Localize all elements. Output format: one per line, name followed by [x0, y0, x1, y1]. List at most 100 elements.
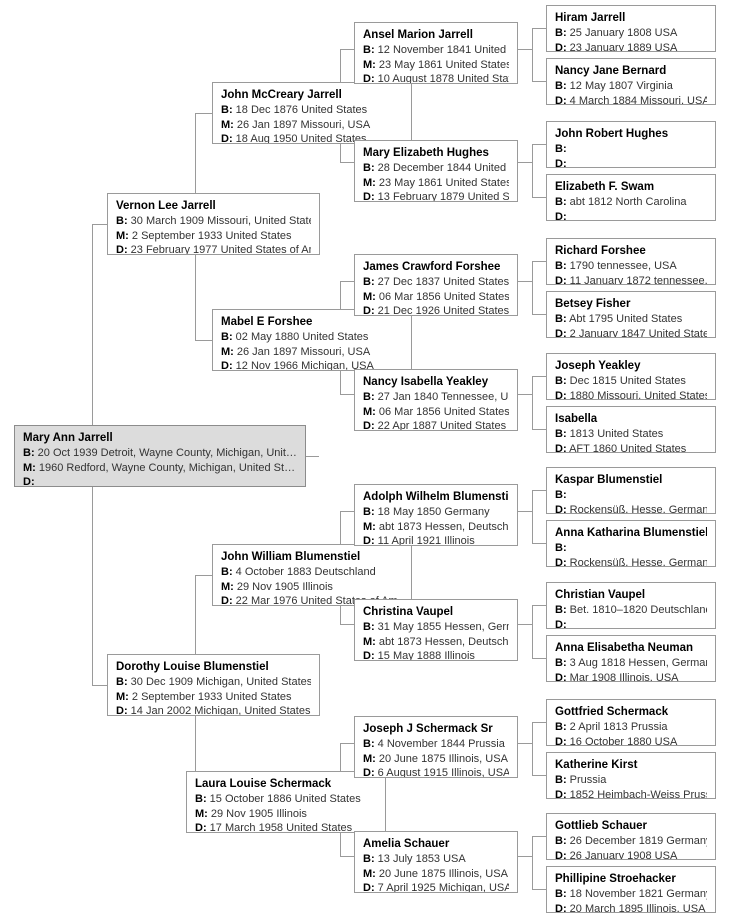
person-marriage: M: abt 1873 Hessen, Deutschl…	[363, 635, 509, 650]
person-card-2g-grandmother-7[interactable]: Katherine Kirst B: Prussia D: 1852 Heimb…	[546, 752, 716, 799]
person-birth: B: 4 October 1883 Deutschland	[221, 565, 403, 580]
person-birth: B: 1790 tennessee, USA	[555, 259, 707, 274]
connector	[532, 490, 533, 543]
person-card-2g-grandmother-2[interactable]: Elizabeth F. Swam B: abt 1812 North Caro…	[546, 174, 716, 221]
person-card-great-grandfather-2[interactable]: James Crawford Forshee B: 27 Dec 1837 Un…	[354, 254, 518, 316]
person-card-2g-grandfather-2[interactable]: John Robert Hughes B: D:	[546, 121, 716, 168]
person-birth: B: 15 October 1886 United States	[195, 792, 377, 807]
connector	[532, 28, 533, 81]
person-name: John William Blumenstiel	[221, 551, 361, 563]
marriage-label: M:	[363, 520, 376, 533]
person-death: D: 18 Aug 1950 United States	[221, 132, 403, 143]
death-label: D:	[555, 157, 567, 168]
marriage-label: M:	[195, 807, 208, 820]
person-card-2g-grandmother-5[interactable]: Anna Katharina Blumenstiel B: D: Rockens…	[546, 520, 716, 567]
person-card-2g-grandmother-3[interactable]: Betsey Fisher B: Abt 1795 United States …	[546, 291, 716, 338]
marriage-label: M:	[363, 176, 376, 189]
connector	[340, 743, 355, 744]
death-label: D:	[555, 327, 567, 338]
person-card-2g-grandmother-8[interactable]: Phillipine Stroehacker B: 18 November 18…	[546, 866, 716, 913]
connector	[92, 224, 93, 457]
birth-label: B:	[555, 721, 567, 733]
person-card-root[interactable]: Mary Ann Jarrell B: 20 Oct 1939 Detroit,…	[14, 425, 306, 487]
birth-value: abt 1812 North Carolina	[569, 196, 687, 208]
birth-value: 3 Aug 1818 Hessen, Germany	[569, 657, 707, 669]
death-label: D:	[221, 360, 233, 371]
person-death: D: 20 March 1895 Illinois, USA	[555, 902, 707, 913]
person-card-great-grandmother-2[interactable]: Nancy Isabella Yeakley B: 27 Jan 1840 Te…	[354, 369, 518, 431]
person-death: D:	[23, 475, 297, 486]
person-death: D: 11 January 1872 tennessee, …	[555, 274, 707, 285]
person-marriage: M: 23 May 1861 United States	[363, 58, 509, 73]
person-card-great-grandmother-4[interactable]: Amelia Schauer B: 13 July 1853 USA M: 20…	[354, 831, 518, 893]
person-name: Adolph Wilhelm Blumenstiel	[363, 491, 509, 503]
marriage-value: 1960 Redford, Wayne County, Michigan, Un…	[38, 461, 296, 474]
person-card-father[interactable]: Vernon Lee Jarrell B: 30 March 1909 Miss…	[107, 193, 320, 255]
person-birth: B: 18 May 1850 Germany	[363, 505, 509, 520]
person-birth: B: 18 November 1821 Germany	[555, 887, 707, 902]
connector	[340, 281, 355, 282]
person-card-2g-grandmother-1[interactable]: Nancy Jane Bernard B: 12 May 1807 Virgin…	[546, 58, 716, 105]
person-name: Mabel E Forshee	[221, 316, 313, 328]
person-card-maternal-grandmother[interactable]: Laura Louise Schermack B: 15 October 188…	[186, 771, 386, 833]
person-marriage: M: abt 1873 Hessen, Deutschl…	[363, 520, 509, 535]
birth-label: B:	[555, 774, 567, 786]
death-value: 20 March 1895 Illinois, USA	[569, 902, 706, 913]
connector	[340, 624, 355, 625]
birth-value: 20 Oct 1939 Detroit, Wayne County, Michi…	[37, 447, 297, 459]
connector	[518, 856, 532, 857]
person-name: Anna Elisabetha Neuman	[555, 642, 694, 654]
person-card-paternal-grandfather[interactable]: John McCreary Jarrell B: 18 Dec 1876 Uni…	[212, 82, 412, 144]
person-card-2g-grandfather-6[interactable]: Christian Vaupel B: Bet. 1810–1820 Deuts…	[546, 582, 716, 629]
person-card-2g-grandfather-1[interactable]: Hiram Jarrell B: 25 January 1808 USA D: …	[546, 5, 716, 52]
person-card-2g-grandfather-8[interactable]: Gottlieb Schauer B: 26 December 1819 Ger…	[546, 813, 716, 860]
person-card-2g-grandfather-3[interactable]: Richard Forshee B: 1790 tennessee, USA D…	[546, 238, 716, 285]
person-birth: B: Bet. 1810–1820 Deutschland	[555, 603, 707, 618]
marriage-label: M:	[116, 229, 129, 242]
person-birth: B: 12 November 1841 United S…	[363, 43, 509, 58]
birth-label: B:	[555, 489, 567, 501]
person-card-2g-grandmother-6[interactable]: Anna Elisabetha Neuman B: 3 Aug 1818 Hes…	[546, 635, 716, 682]
person-card-great-grandfather-4[interactable]: Joseph J Schermack Sr B: 4 November 1844…	[354, 716, 518, 778]
person-card-mother[interactable]: Dorothy Louise Blumenstiel B: 30 Dec 190…	[107, 654, 320, 716]
person-death: D: 13 February 1879 United State	[363, 190, 509, 201]
connector	[532, 543, 546, 544]
birth-value: 1790 tennessee, USA	[569, 260, 677, 272]
person-card-paternal-grandmother[interactable]: Mabel E Forshee B: 02 May 1880 United St…	[212, 309, 412, 371]
death-value: Rockensüß, Hesse, Germany	[569, 503, 707, 514]
person-marriage: M: 20 June 1875 Illinois, USA	[363, 867, 509, 882]
death-label: D:	[555, 274, 567, 285]
person-birth: B:	[555, 541, 707, 556]
birth-label: B:	[555, 835, 567, 847]
person-card-great-grandmother-3[interactable]: Christina Vaupel B: 31 May 1855 Hessen, …	[354, 599, 518, 661]
connector	[532, 490, 546, 491]
person-birth: B: 27 Jan 1840 Tennessee, USA	[363, 390, 509, 405]
birth-label: B:	[555, 657, 567, 669]
person-name: Nancy Isabella Yeakley	[363, 376, 489, 388]
death-value: AFT 1860 United States	[569, 442, 687, 453]
death-value: Rockensüß, Hesse, Germany	[569, 556, 707, 567]
death-label: D:	[363, 535, 375, 546]
death-value: 6 August 1915 Illinois, USA	[377, 767, 509, 778]
death-label: D:	[116, 705, 128, 716]
person-death: D: 15 May 1888 Illinois	[363, 649, 509, 660]
person-death: D: AFT 1860 United States	[555, 442, 707, 453]
person-card-2g-grandmother-4[interactable]: Isabella B: 1813 United States D: AFT 18…	[546, 406, 716, 453]
person-card-great-grandfather-1[interactable]: Ansel Marion Jarrell B: 12 November 1841…	[354, 22, 518, 84]
person-card-2g-grandfather-5[interactable]: Kaspar Blumenstiel B: D: Rockensüß, Hess…	[546, 467, 716, 514]
person-birth: B: 1813 United States	[555, 427, 707, 442]
marriage-value: 06 Mar 1856 United States	[378, 405, 509, 418]
person-card-great-grandfather-3[interactable]: Adolph Wilhelm Blumenstiel B: 18 May 185…	[354, 484, 518, 546]
person-death: D: 1880 Missouri, United States	[555, 389, 707, 400]
person-card-2g-grandfather-7[interactable]: Gottfried Schermack B: 2 April 1813 Prus…	[546, 699, 716, 746]
birth-label: B:	[363, 44, 375, 56]
marriage-value: abt 1873 Hessen, Deutschl…	[378, 520, 509, 533]
birth-label: B:	[221, 104, 233, 116]
person-card-great-grandmother-1[interactable]: Mary Elizabeth Hughes B: 28 December 184…	[354, 140, 518, 202]
connector	[340, 49, 355, 50]
person-card-maternal-grandfather[interactable]: John William Blumenstiel B: 4 October 18…	[212, 544, 412, 606]
person-card-2g-grandfather-4[interactable]: Joseph Yeakley B: Dec 1815 United States…	[546, 353, 716, 400]
person-birth: B: 25 January 1808 USA	[555, 26, 707, 41]
connector	[518, 743, 532, 744]
person-birth: B: 2 April 1813 Prussia	[555, 720, 707, 735]
